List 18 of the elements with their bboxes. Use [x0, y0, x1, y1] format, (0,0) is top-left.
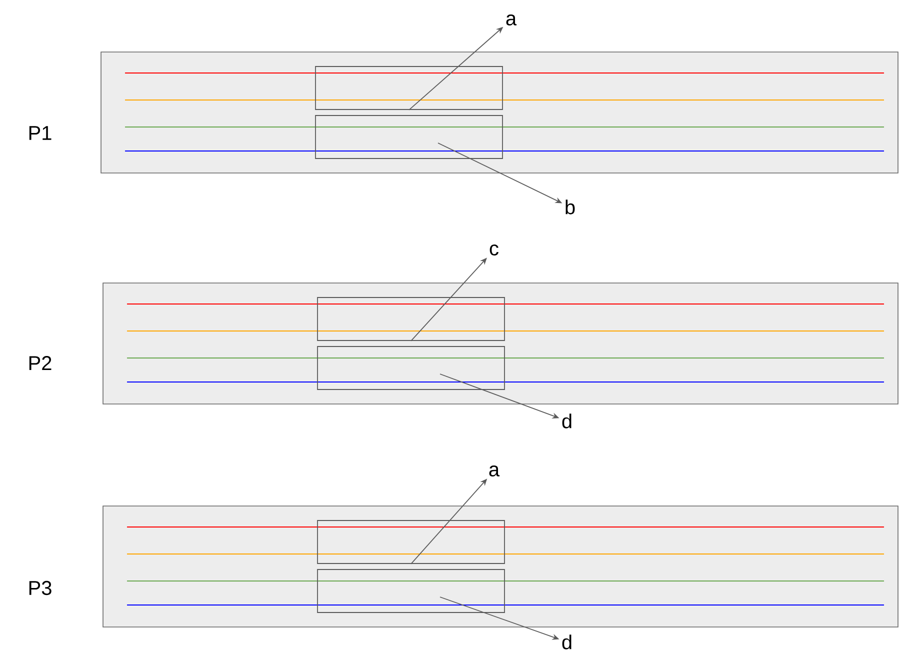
callout-letter: c: [490, 244, 498, 256]
callout-letter: b: [566, 200, 575, 214]
panel: [102, 506, 898, 628]
panel: [102, 282, 898, 404]
selection-box: [317, 520, 505, 564]
callout-letter: d: [562, 634, 572, 650]
selection-box: [315, 115, 503, 159]
selection-box: [317, 297, 505, 341]
selection-box: [317, 569, 505, 613]
callout-letter: a: [506, 14, 517, 26]
selection-box: [315, 66, 503, 110]
panel-label: P3: [29, 580, 52, 596]
panel: [100, 52, 898, 174]
panel-label: P1: [29, 126, 52, 140]
selection-box: [317, 346, 505, 390]
callout-letter: a: [489, 466, 500, 476]
panel-label: P2: [29, 356, 52, 370]
callout-letter: d: [562, 414, 572, 428]
